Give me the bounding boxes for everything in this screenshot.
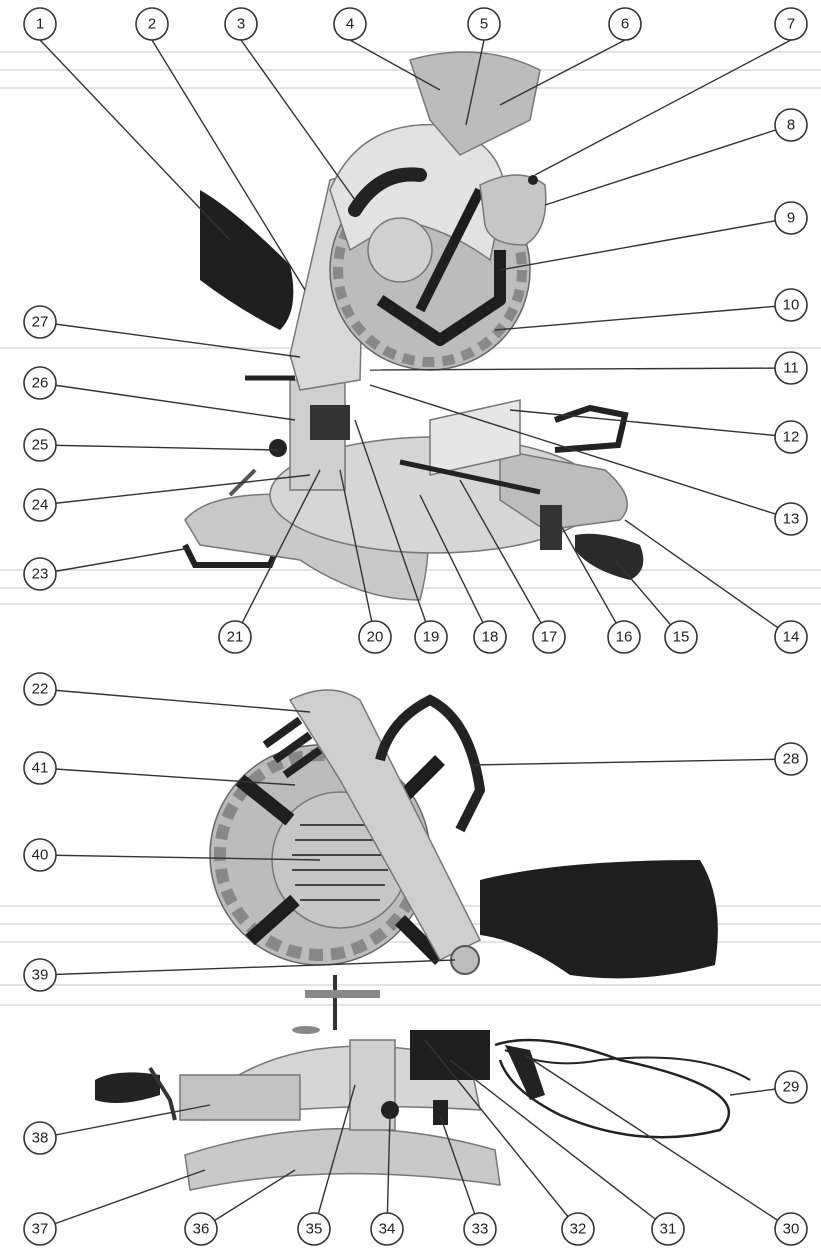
callout-23: 23 (24, 558, 56, 590)
callout-29: 29 (775, 1071, 807, 1103)
callout-34: 34 (371, 1213, 403, 1245)
callout-7-label: 7 (787, 16, 795, 33)
callout-19-label: 19 (423, 629, 440, 646)
callout-33-label: 33 (472, 1221, 489, 1238)
callout-4: 4 (334, 8, 366, 40)
callout-8-label: 8 (787, 117, 795, 134)
callout-5-label: 5 (480, 16, 488, 33)
callout-28: 28 (775, 743, 807, 775)
callout-27: 27 (24, 306, 56, 338)
callout-41-label: 41 (32, 760, 49, 777)
callout-2-label: 2 (148, 16, 156, 33)
callout-39-label: 39 (32, 967, 49, 984)
callout-10: 10 (775, 289, 807, 321)
callout-19: 19 (415, 621, 447, 653)
callout-11: 11 (775, 352, 807, 384)
callout-38-label: 38 (32, 1130, 49, 1147)
callout-30: 30 (775, 1213, 807, 1245)
callout-16: 16 (608, 621, 640, 653)
callout-3-label: 3 (237, 16, 245, 33)
callout-39: 39 (24, 959, 56, 991)
callout-31-label: 31 (660, 1221, 677, 1238)
callout-32-label: 32 (570, 1221, 587, 1238)
callout-21-label: 21 (227, 629, 244, 646)
callout-1: 1 (24, 8, 56, 40)
callout-24: 24 (24, 489, 56, 521)
saw-side-view (95, 690, 750, 1190)
callout-41: 41 (24, 752, 56, 784)
callout-3: 3 (225, 8, 257, 40)
callout-36-label: 36 (193, 1221, 210, 1238)
callout-38: 38 (24, 1122, 56, 1154)
callout-17-label: 17 (541, 629, 558, 646)
callout-23-label: 23 (32, 566, 49, 583)
saw-front-view (185, 52, 643, 600)
callout-26: 26 (24, 367, 56, 399)
callout-6: 6 (609, 8, 641, 40)
callout-34-label: 34 (379, 1221, 396, 1238)
callout-15-label: 15 (673, 629, 690, 646)
callout-33: 33 (464, 1213, 496, 1245)
callout-32: 32 (562, 1213, 594, 1245)
callout-30-label: 30 (783, 1221, 800, 1238)
callout-40-label: 40 (32, 847, 49, 864)
callout-20-label: 20 (367, 629, 384, 646)
callout-12: 12 (775, 421, 807, 453)
callout-6-label: 6 (621, 16, 629, 33)
callout-12-label: 12 (783, 429, 800, 446)
callout-40: 40 (24, 839, 56, 871)
callout-25-label: 25 (32, 437, 49, 454)
callout-11-label: 11 (783, 360, 799, 377)
callout-8: 8 (775, 109, 807, 141)
callout-31: 31 (652, 1213, 684, 1245)
callout-17: 17 (533, 621, 565, 653)
callout-35: 35 (298, 1213, 330, 1245)
callout-2: 2 (136, 8, 168, 40)
callout-22-label: 22 (32, 681, 49, 698)
callout-21: 21 (219, 621, 251, 653)
callout-13: 13 (775, 503, 807, 535)
callout-37: 37 (24, 1213, 56, 1245)
callout-25: 25 (24, 429, 56, 461)
callout-1-label: 1 (36, 16, 44, 33)
callout-29-label: 29 (783, 1079, 800, 1096)
callout-14: 14 (775, 621, 807, 653)
callout-9: 9 (775, 202, 807, 234)
callout-22: 22 (24, 673, 56, 705)
callout-14-label: 14 (783, 629, 800, 646)
callout-4-label: 4 (346, 16, 354, 33)
callout-18: 18 (474, 621, 506, 653)
callout-10-label: 10 (783, 297, 800, 314)
callout-36: 36 (185, 1213, 217, 1245)
callout-37-label: 37 (32, 1221, 49, 1238)
callout-20: 20 (359, 621, 391, 653)
callout-16-label: 16 (616, 629, 633, 646)
callout-7: 7 (775, 8, 807, 40)
callout-18-label: 18 (482, 629, 499, 646)
callout-26-label: 26 (32, 375, 49, 392)
callout-9-label: 9 (787, 210, 795, 227)
callout-24-label: 24 (32, 497, 49, 514)
callout-28-label: 28 (783, 751, 800, 768)
callout-15: 15 (665, 621, 697, 653)
callout-5: 5 (468, 8, 500, 40)
callout-35-label: 35 (306, 1221, 323, 1238)
callout-13-label: 13 (783, 511, 800, 528)
callout-27-label: 27 (32, 314, 49, 331)
